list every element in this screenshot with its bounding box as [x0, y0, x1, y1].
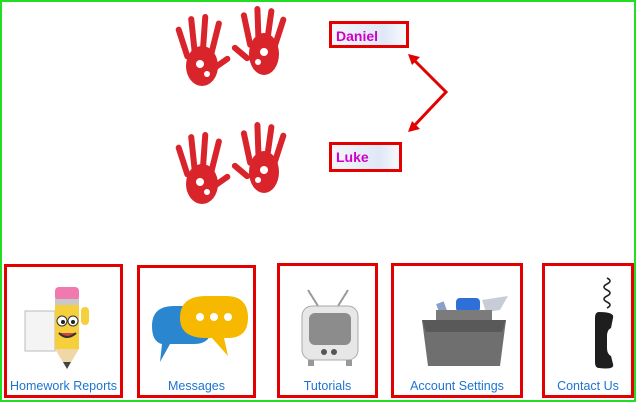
- switch-arrow-icon: [408, 54, 449, 132]
- homework-reports-label: Homework Reports: [10, 379, 117, 393]
- homework-reports-button[interactable]: Homework Reports: [4, 264, 123, 398]
- chat-bubbles-icon: [152, 296, 248, 362]
- pencil-character-icon: [24, 287, 89, 369]
- student-name-label: Luke: [336, 149, 369, 165]
- messages-label: Messages: [168, 379, 225, 393]
- student-button-daniel[interactable]: Daniel: [329, 21, 409, 48]
- contact-us-button[interactable]: Contact Us: [542, 263, 634, 398]
- toolbox-icon: [422, 296, 508, 366]
- account-settings-label: Account Settings: [410, 379, 504, 393]
- tutorials-label: Tutorials: [303, 379, 352, 393]
- messages-button[interactable]: Messages: [137, 265, 256, 398]
- account-settings-button[interactable]: Account Settings: [391, 263, 523, 398]
- contact-us-label: Contact Us: [557, 379, 619, 393]
- handprints-luke-icon: [175, 122, 287, 204]
- telephone-icon: [595, 277, 614, 369]
- student-name-label: Daniel: [336, 28, 379, 44]
- handprints-daniel-icon: [175, 6, 287, 86]
- tv-icon: [301, 289, 359, 366]
- tutorials-button[interactable]: Tutorials: [277, 263, 378, 398]
- student-button-luke[interactable]: Luke: [329, 142, 402, 172]
